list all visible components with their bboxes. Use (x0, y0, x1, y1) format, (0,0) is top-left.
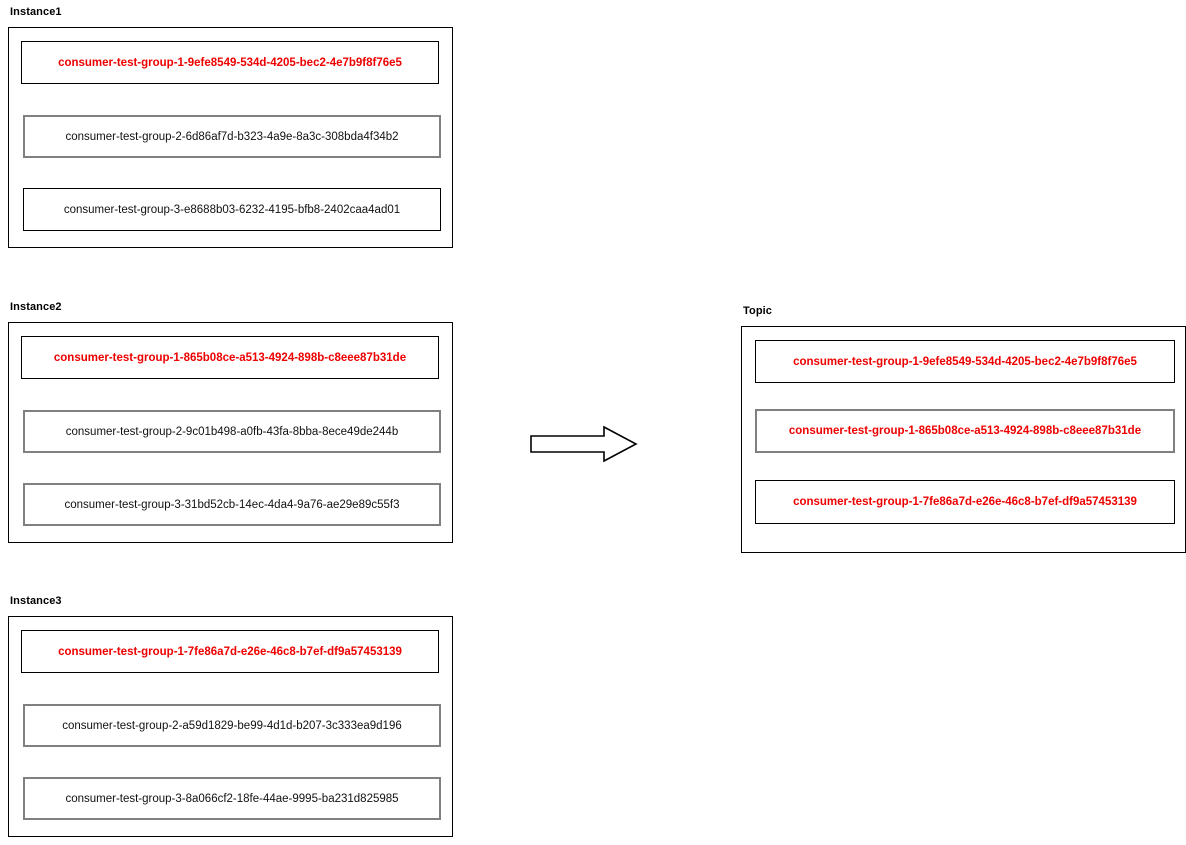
list-item[interactable]: consumer-test-group-1-9efe8549-534d-4205… (755, 340, 1175, 383)
panel-group-instance3: Instance3 consumer-test-group-1-7fe86a7d… (8, 595, 453, 837)
panel-box-instance2: consumer-test-group-1-865b08ce-a513-4924… (8, 322, 453, 543)
flow-arrow (528, 424, 640, 464)
list-item[interactable]: consumer-test-group-1-7fe86a7d-e26e-46c8… (21, 630, 439, 673)
panel-caption-instance3: Instance3 (10, 595, 62, 607)
right-arrow-icon (530, 425, 638, 463)
list-item[interactable]: consumer-test-group-2-6d86af7d-b323-4a9e… (23, 115, 441, 158)
list-item-label: consumer-test-group-3-8a066cf2-18fe-44ae… (65, 792, 399, 805)
list-item-label: consumer-test-group-1-865b08ce-a513-4924… (53, 351, 407, 364)
panel-caption-instance2: Instance2 (10, 301, 62, 313)
list-item[interactable]: consumer-test-group-3-8a066cf2-18fe-44ae… (23, 777, 441, 820)
list-item[interactable]: consumer-test-group-3-e8688b03-6232-4195… (23, 188, 441, 231)
panel-box-topic: consumer-test-group-1-9efe8549-534d-4205… (741, 326, 1186, 553)
panel-group-instance1: Instance1 consumer-test-group-1-9efe8549… (8, 6, 453, 248)
list-item[interactable]: consumer-test-group-2-a59d1829-be99-4d1d… (23, 704, 441, 747)
list-item-label: consumer-test-group-1-7fe86a7d-e26e-46c8… (793, 496, 1137, 508)
list-item[interactable]: consumer-test-group-1-865b08ce-a513-4924… (21, 336, 439, 379)
list-item[interactable]: consumer-test-group-2-9c01b498-a0fb-43fa… (23, 410, 441, 453)
list-item-label: consumer-test-group-1-9efe8549-534d-4205… (793, 355, 1137, 368)
list-item[interactable]: consumer-test-group-1-865b08ce-a513-4924… (755, 409, 1175, 453)
panel-caption-topic: Topic (743, 305, 773, 317)
list-item-label: consumer-test-group-2-6d86af7d-b323-4a9e… (65, 130, 399, 143)
list-item[interactable]: consumer-test-group-1-9efe8549-534d-4205… (21, 41, 439, 84)
panel-box-instance1: consumer-test-group-1-9efe8549-534d-4205… (8, 27, 453, 248)
list-item[interactable]: consumer-test-group-1-7fe86a7d-e26e-46c8… (755, 480, 1175, 524)
panel-caption-instance1: Instance1 (10, 6, 62, 18)
panel-box-instance3: consumer-test-group-1-7fe86a7d-e26e-46c8… (8, 616, 453, 837)
list-item-label: consumer-test-group-2-a59d1829-be99-4d1d… (62, 719, 402, 732)
list-item[interactable]: consumer-test-group-3-31bd52cb-14ec-4da4… (23, 483, 441, 526)
list-item-label: consumer-test-group-1-9efe8549-534d-4205… (58, 56, 402, 69)
list-item-label: consumer-test-group-1-865b08ce-a513-4924… (788, 425, 1142, 437)
list-item-label: consumer-test-group-2-9c01b498-a0fb-43fa… (65, 425, 399, 438)
panel-group-instance2: Instance2 consumer-test-group-1-865b08ce… (8, 301, 453, 543)
panel-group-topic: Topic consumer-test-group-1-9efe8549-534… (741, 305, 1186, 553)
list-item-label: consumer-test-group-3-31bd52cb-14ec-4da4… (64, 498, 400, 511)
list-item-label: consumer-test-group-1-7fe86a7d-e26e-46c8… (58, 645, 402, 658)
list-item-label: consumer-test-group-3-e8688b03-6232-4195… (63, 203, 401, 216)
